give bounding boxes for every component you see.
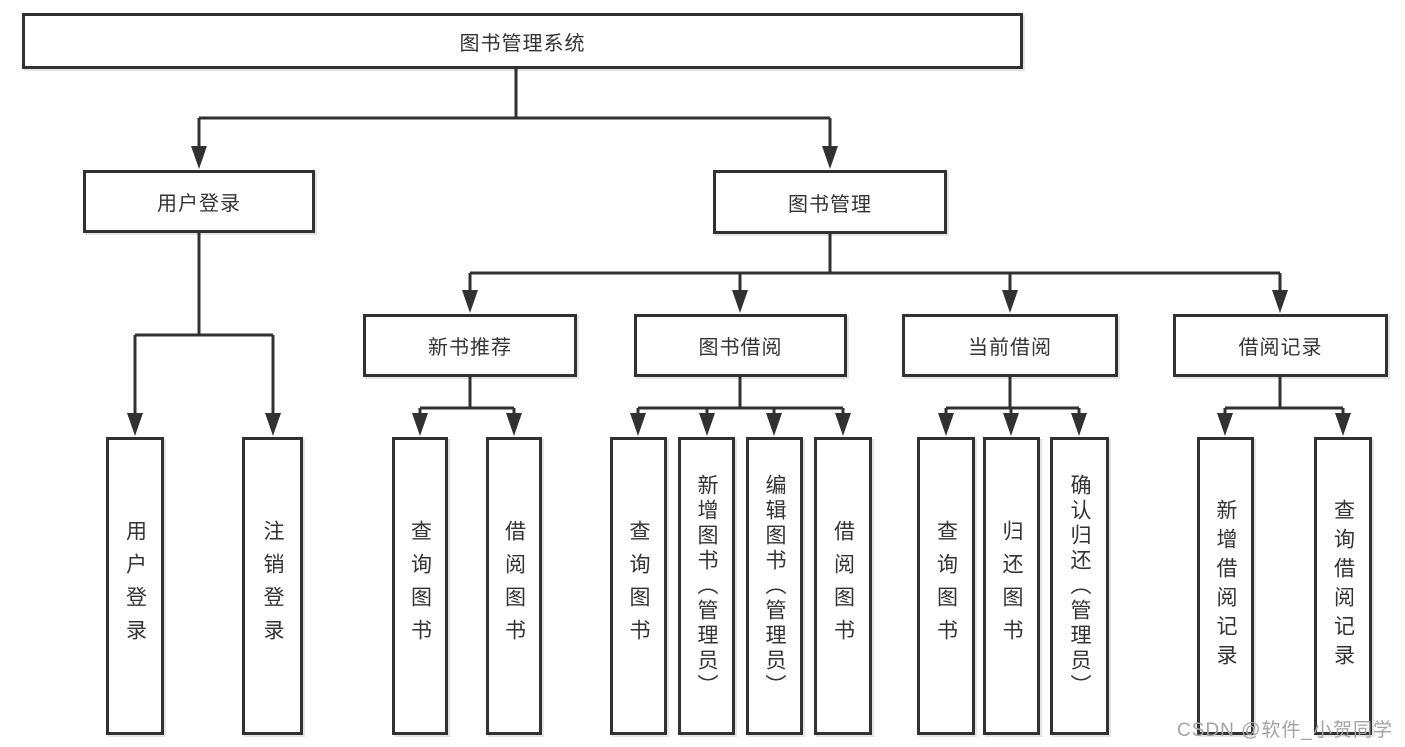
node-borrow-records: 借阅记录 [1173,314,1388,377]
leaf-query-books-borrow: 查询图书 [610,437,667,735]
leaf-borrow-books: 借阅图书 [814,437,872,735]
leaf-add-books-admin: 新增图书（管理员） [678,437,735,735]
node-root-system: 图书管理系统 [22,13,1023,69]
leaf-borrow-books-recommend: 借阅图书 [486,437,542,735]
csdn-watermark: CSDN @软件_小贺同学 [1177,720,1393,741]
leaf-query-books-recommend: 查询图书 [392,437,448,735]
leaf-edit-books-admin: 编辑图书（管理员） [746,437,803,735]
leaf-user-login: 用户登录 [106,437,164,735]
leaf-confirm-return-admin: 确认归还（管理员） [1050,437,1109,735]
node-user-login: 用户登录 [83,170,315,233]
node-new-book-recommend: 新书推荐 [363,314,577,377]
node-book-borrow: 图书借阅 [634,314,847,377]
node-book-management: 图书管理 [713,170,947,234]
leaf-add-borrow-record: 新增借阅记录 [1197,437,1254,735]
node-current-borrow: 当前借阅 [902,314,1118,377]
leaf-query-books-current: 查询图书 [917,437,975,735]
leaf-return-books: 归还图书 [983,437,1040,735]
leaf-query-borrow-record: 查询借阅记录 [1314,437,1372,735]
leaf-logout: 注销登录 [242,437,303,735]
